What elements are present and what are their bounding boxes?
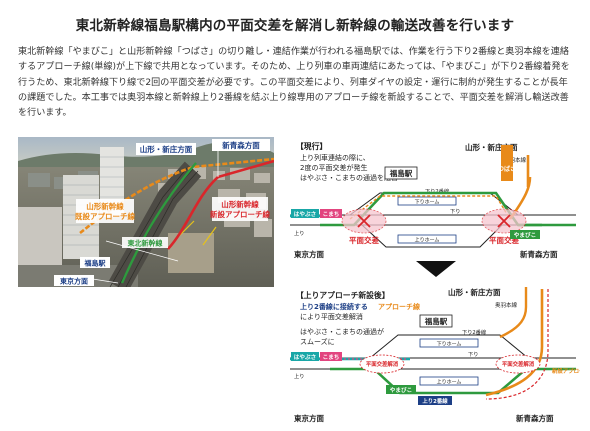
current-ou-line: 奥羽本線 xyxy=(504,156,527,164)
photo-label-new-1: 山形新幹線 xyxy=(221,199,259,209)
after-nobori: 上り xyxy=(294,372,304,380)
after-yamagata: 山形・新庄方面 xyxy=(448,287,501,297)
current-tsubasa: つばさ xyxy=(498,165,516,173)
current-kudari-home: 下りホーム xyxy=(415,199,440,205)
photo-label-shin-aomori: 新青森方面 xyxy=(222,140,260,150)
after-hayabusa: はやぶさ xyxy=(294,353,316,361)
after-kudari: 下り xyxy=(468,351,478,358)
aerial-photo: 山形・新庄方面 新青森方面 山形新幹線 既設アプローチ線 山形新幹線 新設アプロ… xyxy=(18,137,274,287)
after-nobori-home: 上りホーム xyxy=(437,378,462,385)
after-crossing-resolved-1: 平面交差解消 xyxy=(366,360,399,368)
after-track-kudari2: 下り2番線 xyxy=(462,328,486,336)
current-station: 福島駅 xyxy=(389,168,413,178)
after-note-2: により平面交差解消 xyxy=(300,312,363,321)
current-hayabusa: はやぶさ xyxy=(294,210,316,218)
after-nobori2: 上り2番線 xyxy=(422,397,448,405)
current-komachi: こまち xyxy=(323,210,340,218)
after-kudari-home: 下りホーム xyxy=(437,341,462,347)
current-tsubasa-badge xyxy=(501,145,513,181)
current-shin-aomori: 新青森方面 xyxy=(520,249,558,259)
photo-label-existing-1: 山形新幹線 xyxy=(86,201,124,211)
after-station: 福島駅 xyxy=(424,316,448,326)
after-yamabiko: やまびこ xyxy=(390,386,412,394)
current-note-3: はやぶさ・こまちの通過を阻害 xyxy=(300,173,398,182)
after-tokyo: 東京方面 xyxy=(294,413,324,423)
after-note-4: スムーズに xyxy=(300,337,335,346)
photo-label-new-2: 新設アプローチ線 xyxy=(210,209,270,219)
current-tokyo: 東京方面 xyxy=(294,249,324,259)
current-note-2: 2度の平面交差が発生 xyxy=(300,163,367,172)
after-komachi: こまち xyxy=(323,353,340,361)
photo-label-fukushima: 福島駅 xyxy=(84,259,107,268)
current-yamabiko: やまびこ xyxy=(514,231,536,239)
after-diagram: 【上りアプローチ新設後】 上り2番線に接続する アプローチ線 により平面交差解消… xyxy=(290,287,590,423)
after-badge: 【上りアプローチ新設後】 xyxy=(296,290,390,300)
current-badge: 【現行】 xyxy=(296,141,327,151)
current-diagram: 【現行】 上り列車連結の際に、 2度の平面交差が発生 はやぶさ・こまちの通過を阻… xyxy=(290,141,576,259)
after-crossing-resolved-2: 平面交差解消 xyxy=(502,360,535,368)
after-new-line: 新設アプローチ線 xyxy=(552,367,580,375)
current-yamagata: 山形・新庄方面 xyxy=(465,142,518,152)
photo-label-tohoku: 東北新幹線 xyxy=(128,239,163,248)
current-track-kudari2: 下り2番線 xyxy=(425,187,449,195)
photo-label-existing-2: 既設アプローチ線 xyxy=(75,211,135,221)
current-note-1: 上り列車連結の際に、 xyxy=(300,153,370,162)
after-ou-line: 奥羽本線 xyxy=(495,301,518,309)
current-crossing-2: 平面交差 xyxy=(489,235,519,245)
after-note-highlight: アプローチ線 xyxy=(378,302,420,311)
current-crossing-1: 平面交差 xyxy=(349,235,379,245)
after-note-1: 上り2番線に接続する xyxy=(300,302,368,311)
description-paragraph: 東北新幹線「やまびこ」と山形新幹線「つばさ」の切り離し・連結作業が行われる福島駅… xyxy=(18,47,570,119)
after-shin-aomori: 新青森方面 xyxy=(516,413,554,423)
after-note-3: はやぶさ・こまちの通過が xyxy=(300,327,384,336)
current-nobori-home: 上りホーム xyxy=(415,236,440,243)
track-diagram: 【現行】 上り列車連結の際に、 2度の平面交差が発生 はやぶさ・こまちの通過を阻… xyxy=(290,137,590,427)
photo-label-tokyo: 東京方面 xyxy=(60,277,88,286)
photo-label-yamagata: 山形・新庄方面 xyxy=(140,144,193,154)
current-kudari: 下り xyxy=(450,208,460,215)
transition-arrow-icon xyxy=(416,261,456,277)
current-nobori: 上り xyxy=(294,229,304,237)
page-title: 東北新幹線福島駅構内の平面交差を解消し新幹線の輸送改善を行います xyxy=(75,18,515,34)
